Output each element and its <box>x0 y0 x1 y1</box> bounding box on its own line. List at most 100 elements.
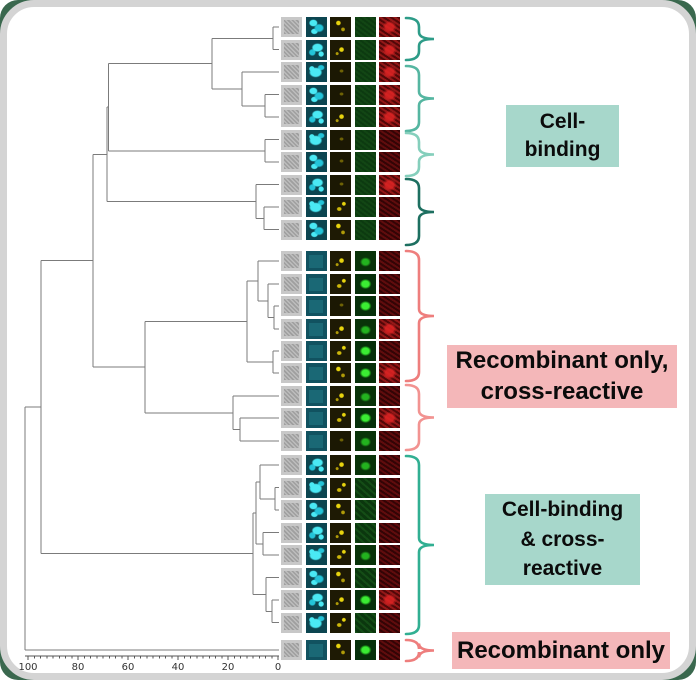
tile-green-channel-row-4 <box>354 84 376 105</box>
tile-yellow-channel-row-16 <box>330 363 351 383</box>
tile-red-channel-row-8 <box>379 174 400 195</box>
tile-green-channel-row-10 <box>354 219 376 240</box>
tile-yellow-channel-row-18 <box>330 408 351 428</box>
tile-yellow-channel-row-3 <box>330 62 351 82</box>
tile-yellow-channel-row-20 <box>330 455 351 475</box>
axis-tick-label: 40 <box>172 662 185 673</box>
tile-green-channel-row-15 <box>354 341 376 361</box>
tile-brightfield-gray-row-18 <box>281 408 302 428</box>
tile-cyan-channel-row-15 <box>305 341 327 361</box>
tile-yellow-channel-row-7 <box>330 152 351 172</box>
tile-cyan-channel-row-13 <box>305 296 327 316</box>
tile-green-channel-row-7 <box>354 152 376 172</box>
tile-cyan-channel-row-21 <box>305 477 327 498</box>
tile-green-channel-row-24 <box>354 545 376 565</box>
tile-red-channel-row-9 <box>379 197 400 217</box>
tile-brightfield-gray-row-17 <box>281 386 302 406</box>
tile-brightfield-gray-row-9 <box>281 197 302 217</box>
tile-yellow-channel-row-13 <box>330 296 351 316</box>
tile-green-channel-row-18 <box>354 408 376 428</box>
tile-brightfield-gray-row-6 <box>281 129 302 150</box>
tile-yellow-channel-row-12 <box>330 274 351 294</box>
tile-green-channel-row-21 <box>354 477 376 498</box>
cluster-bracket-rows-6-7 <box>404 131 435 178</box>
cluster-label-cell-binding-cross-reactive: Cell-binding & cross- reactive <box>485 494 640 585</box>
tile-brightfield-gray-row-1 <box>281 17 302 37</box>
tile-cyan-channel-row-24 <box>305 545 327 565</box>
tile-red-channel-row-21 <box>379 477 400 498</box>
tile-red-channel-row-22 <box>379 500 400 520</box>
tile-cyan-channel-row-1 <box>305 17 327 37</box>
tile-red-channel-row-12 <box>379 274 400 294</box>
cluster-bracket-rows-11-16 <box>404 249 435 383</box>
tile-brightfield-gray-row-24 <box>281 545 302 565</box>
tile-green-channel-row-28 <box>354 640 376 660</box>
tile-yellow-channel-row-15 <box>330 341 351 361</box>
tile-red-channel-row-10 <box>379 219 400 240</box>
tile-yellow-channel-row-6 <box>330 129 351 150</box>
tile-cyan-channel-row-18 <box>305 408 327 428</box>
tile-red-channel-row-1 <box>379 17 400 37</box>
tile-yellow-channel-row-11 <box>330 251 351 271</box>
tile-cyan-channel-row-28 <box>305 640 327 660</box>
tile-green-channel-row-16 <box>354 363 376 383</box>
tile-green-channel-row-8 <box>354 174 376 195</box>
tile-brightfield-gray-row-26 <box>281 590 302 610</box>
tile-green-channel-row-9 <box>354 197 376 217</box>
tile-cyan-channel-row-6 <box>305 129 327 150</box>
tile-cyan-channel-row-2 <box>305 39 327 60</box>
cluster-bracket-rows-8-10 <box>404 177 435 247</box>
axis-tick-label: 100 <box>18 662 37 673</box>
tile-red-channel-row-6 <box>379 129 400 150</box>
tile-brightfield-gray-row-11 <box>281 251 302 271</box>
cluster-label-recombinant-cross-reactive: Recombinant only, cross-reactive <box>447 345 677 408</box>
tile-yellow-channel-row-27 <box>330 612 351 633</box>
tile-brightfield-gray-row-13 <box>281 296 302 316</box>
tile-green-channel-row-1 <box>354 17 376 37</box>
tile-cyan-channel-row-16 <box>305 363 327 383</box>
tile-red-channel-row-5 <box>379 107 400 127</box>
tile-green-channel-row-22 <box>354 500 376 520</box>
tile-brightfield-gray-row-10 <box>281 219 302 240</box>
tile-cyan-channel-row-23 <box>305 522 327 543</box>
tile-cyan-channel-row-3 <box>305 62 327 82</box>
tile-brightfield-gray-row-15 <box>281 341 302 361</box>
tile-red-channel-row-11 <box>379 251 400 271</box>
cluster-brackets <box>404 16 435 663</box>
tile-red-channel-row-23 <box>379 522 400 543</box>
tile-brightfield-gray-row-5 <box>281 107 302 127</box>
tile-red-channel-row-15 <box>379 341 400 361</box>
cluster-bracket-rows-20-27 <box>404 454 435 636</box>
tile-red-channel-row-27 <box>379 612 400 633</box>
cluster-bracket-rows-17-19 <box>404 383 435 452</box>
tile-cyan-channel-row-10 <box>305 219 327 240</box>
cluster-bracket-rows-3-5 <box>404 64 435 133</box>
tile-green-channel-row-2 <box>354 39 376 60</box>
tile-cyan-channel-row-22 <box>305 500 327 520</box>
tile-green-channel-row-26 <box>354 590 376 610</box>
tile-brightfield-gray-row-16 <box>281 363 302 383</box>
tile-red-channel-row-28 <box>379 640 400 660</box>
tile-green-channel-row-20 <box>354 455 376 475</box>
tile-green-channel-row-5 <box>354 107 376 127</box>
tile-brightfield-gray-row-12 <box>281 274 302 294</box>
tile-brightfield-gray-row-23 <box>281 522 302 543</box>
tile-brightfield-gray-row-20 <box>281 455 302 475</box>
tile-yellow-channel-row-21 <box>330 477 351 498</box>
axis-tick-label: 20 <box>222 662 235 673</box>
tile-green-channel-row-25 <box>354 567 376 588</box>
tile-yellow-channel-row-24 <box>330 545 351 565</box>
tile-cyan-channel-row-12 <box>305 274 327 294</box>
tile-red-channel-row-7 <box>379 152 400 172</box>
tile-green-channel-row-11 <box>354 251 376 271</box>
tile-green-channel-row-6 <box>354 129 376 150</box>
tile-yellow-channel-row-2 <box>330 39 351 60</box>
tile-cyan-channel-row-19 <box>305 431 327 451</box>
tile-yellow-channel-row-9 <box>330 197 351 217</box>
dendrogram-lines <box>24 26 279 651</box>
axis-tick-label: 80 <box>72 662 85 673</box>
tile-red-channel-row-4 <box>379 84 400 105</box>
tile-cyan-channel-row-14 <box>305 319 327 339</box>
tile-red-channel-row-26 <box>379 590 400 610</box>
